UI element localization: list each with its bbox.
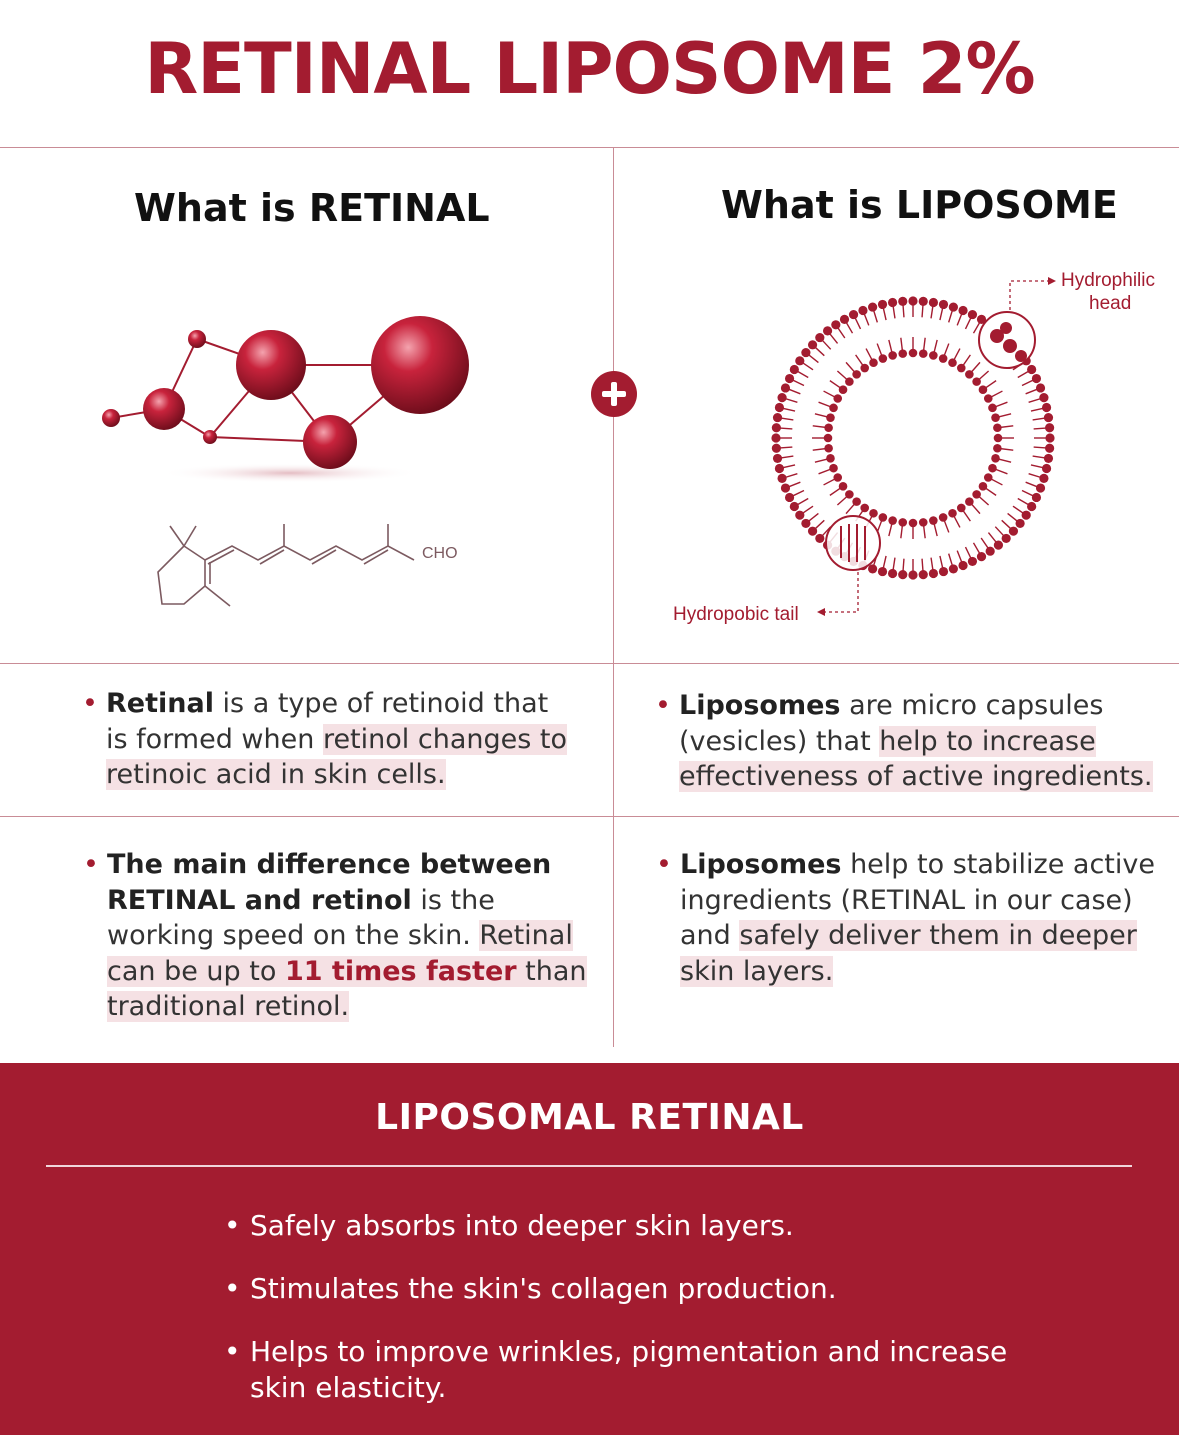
bullet-dot: • <box>656 849 672 880</box>
liposome-stabilize: • Liposomes help to stabilize active ing… <box>656 849 1155 987</box>
skeletal-formula-icon: CHO <box>157 524 458 607</box>
summary-title: LIPOSOMAL RETINAL <box>375 1097 804 1138</box>
page-title: RETINAL LIPOSOME 2% <box>144 28 1035 110</box>
bullet-dot: • <box>83 849 99 880</box>
divider-lower <box>0 816 1179 817</box>
liposome-heading: What is LIPOSOME <box>721 183 1118 227</box>
liposome-icon: Hydrophilic head Hydropobic tail <box>673 270 1155 625</box>
retinal-difference: • The main difference between RETINAL an… <box>83 849 587 1022</box>
hydrophilic-label-line1: Hydrophilic <box>1061 270 1155 291</box>
summary-band <box>0 1063 1179 1435</box>
summary-item: •Stimulates the skin's collagen producti… <box>224 1272 837 1305</box>
formula-cho-label: CHO <box>422 545 458 562</box>
summary-item: •Helps to improve wrinkles, pigmentation… <box>224 1335 1008 1404</box>
divider-vertical <box>613 147 614 1047</box>
bullet-dot: • <box>655 690 671 721</box>
summary-divider <box>46 1165 1132 1167</box>
molecule-icon <box>102 316 469 483</box>
divider-top <box>0 147 1179 148</box>
divider-middle <box>0 663 1179 664</box>
hydrophobic-tail-label: Hydropobic tail <box>673 604 799 625</box>
liposome-definition: • Liposomes are micro capsules (vesicles… <box>655 690 1153 792</box>
plus-icon <box>591 371 637 417</box>
retinal-heading: What is RETINAL <box>134 186 490 230</box>
bullet-dot: • <box>82 688 98 719</box>
hydrophilic-label-line2: head <box>1089 293 1131 314</box>
retinal-definition: • Retinal is a type of retinoid that is … <box>82 688 567 790</box>
summary-item: •Safely absorbs into deeper skin layers. <box>224 1209 794 1242</box>
